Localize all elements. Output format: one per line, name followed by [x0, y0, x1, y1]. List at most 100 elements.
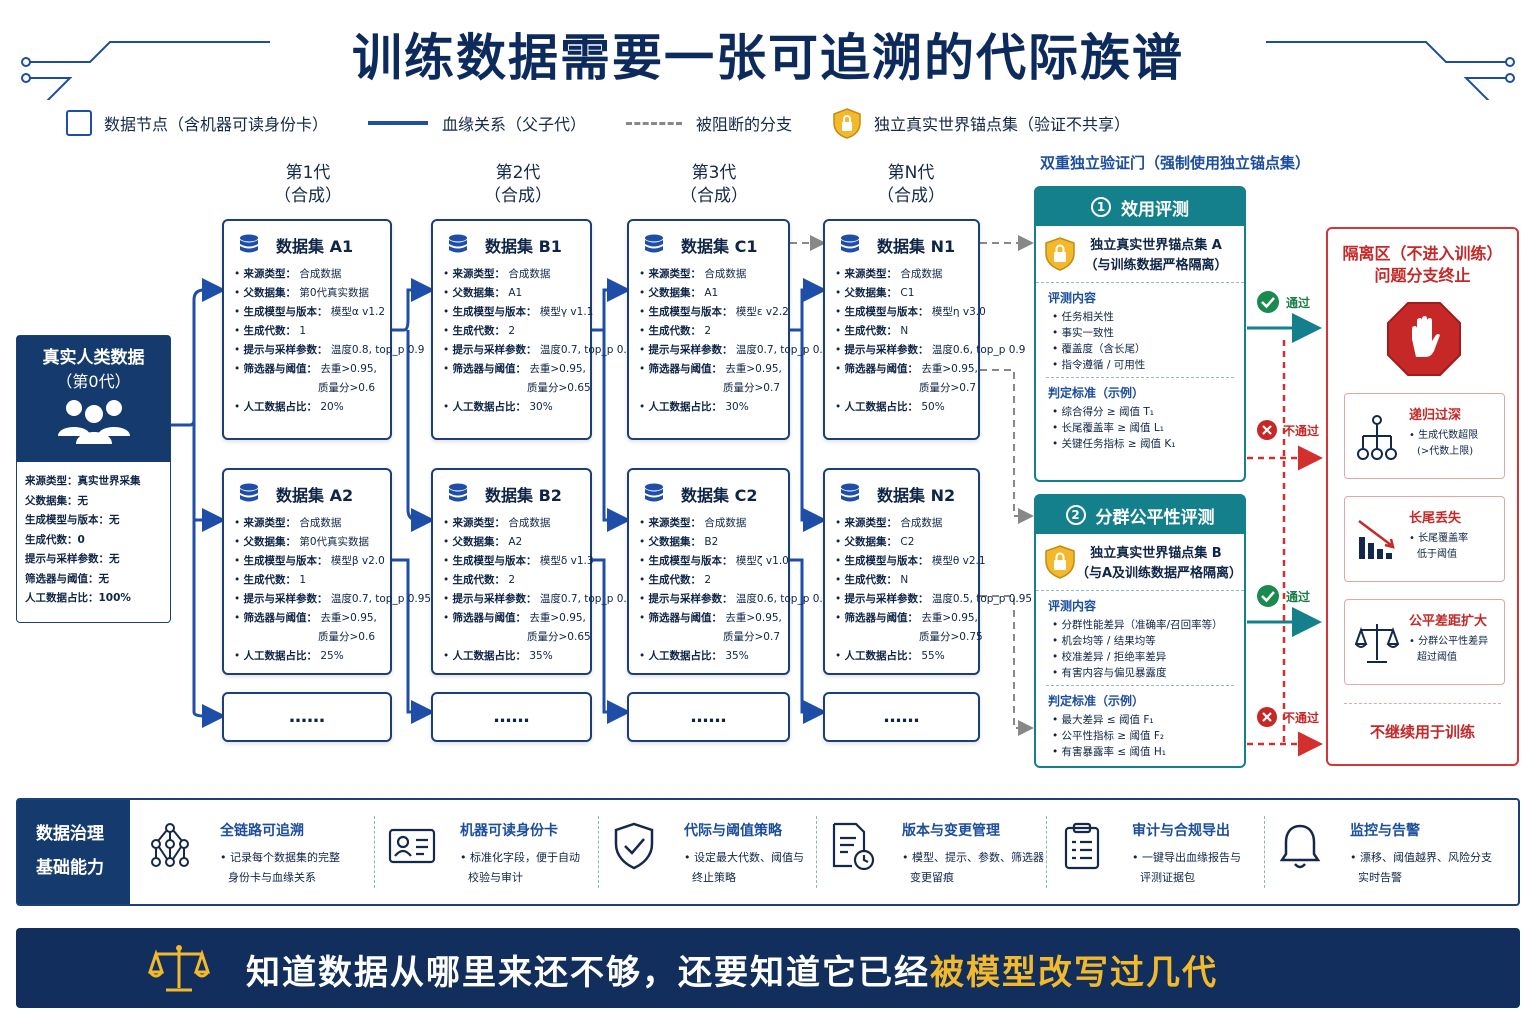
- anchor-name: 独立真实世界锚点集 A: [1090, 238, 1222, 253]
- fail-label: 不通过: [1283, 710, 1320, 725]
- quarantine-item-title: 长尾丢失: [1409, 511, 1462, 526]
- scale-icon: [1355, 624, 1399, 663]
- dataset-field: • 生成代数： N: [835, 325, 909, 337]
- field-label: 父数据集：: [243, 536, 297, 548]
- field-value: 去重>0.95,: [529, 363, 586, 375]
- field-label: 提示与采样参数：: [452, 344, 537, 356]
- field-label: 生成模型与版本：: [844, 555, 929, 567]
- governance-item-title: 监控与告警: [1350, 823, 1420, 839]
- dataset-field: • 人工数据占比： 50%: [835, 401, 945, 413]
- legend-node-swatch: [66, 110, 92, 136]
- field-label: 人工数据占比：: [844, 650, 919, 662]
- dataset-card-header: 数据集 C1: [629, 221, 788, 257]
- governance-item: 代际与阈值策略 • 设定最大代数、阈值与终止策略: [610, 800, 828, 904]
- dataset-card[interactable]: 数据集 C2• 来源类型： 合成数据• 父数据集： B2• 生成模型与版本： 模…: [627, 468, 836, 675]
- eval-item: 事实一致性: [1052, 325, 1244, 341]
- declining-chart-icon: [1358, 520, 1395, 559]
- field-value: 25%: [320, 650, 344, 662]
- dataset-card[interactable]: 数据集 A1• 来源类型： 合成数据• 父数据集： 第0代真实数据• 生成模型与…: [222, 219, 424, 440]
- dataset-field: • 来源类型： 合成数据: [443, 517, 551, 529]
- gate-fairness-header: 2 分群公平性评测: [1036, 496, 1244, 534]
- governance-item: 审计与合规导出 • 一键导出血缘报告与评测证据包: [1058, 800, 1276, 904]
- database-icon: [645, 234, 663, 253]
- governance-item-desc: • 设定最大代数、阈值与终止策略: [684, 848, 804, 888]
- field-value: 30%: [529, 401, 553, 413]
- dataset-field: • 筛选器与阈值： 去重>0.95,质量分>0.7: [639, 609, 788, 647]
- more-datasets-3[interactable]: ……: [627, 692, 790, 742]
- field-value: 35%: [725, 650, 749, 662]
- gen0-card[interactable]: 真实人类数据 （第0代） 来源类型：真实世界采集 父数据集：无 生成模型与版本：…: [16, 335, 171, 623]
- more-datasets-1[interactable]: ……: [222, 692, 392, 742]
- dataset-card-header: 数据集 N1: [825, 221, 978, 257]
- dataset-field: • 提示与采样参数： 温度0.7, top_p 0.9: [443, 344, 634, 356]
- dataset-card-header: 数据集 A2: [224, 470, 390, 506]
- field-label: 生成代数：: [844, 574, 898, 586]
- dataset-field: • 筛选器与阈值： 去重>0.95,质量分>0.7: [835, 360, 978, 398]
- field-value: C2: [900, 536, 915, 548]
- anchor-name: 独立真实世界锚点集 B: [1090, 546, 1222, 561]
- dataset-card[interactable]: 数据集 A2• 来源类型： 合成数据• 父数据集： 第0代真实数据• 生成模型与…: [222, 468, 431, 675]
- field-value: 模型δ v1.3: [539, 555, 594, 567]
- field-label: 父数据集：: [452, 536, 506, 548]
- dataset-field: • 人工数据占比： 35%: [443, 650, 553, 662]
- criteria-section: 判定标准（示例） 综合得分 ≥ 阈值 T₁ 长尾覆盖率 ≥ 阈值 L₁ 关键任务…: [1036, 378, 1244, 452]
- dataset-card[interactable]: 数据集 N2• 来源类型： 合成数据• 父数据集： C2• 生成模型与版本： 模…: [823, 468, 1032, 675]
- quarantine-item-desc: • 长尾覆盖率低于阈值: [1409, 531, 1468, 563]
- id-card-icon: [388, 828, 436, 864]
- field-value: B2: [704, 536, 719, 548]
- dataset-field: • 生成模型与版本： 模型η v3.0: [835, 306, 986, 318]
- more-datasets-n[interactable]: ……: [823, 692, 980, 742]
- gen-header-type: （合成）: [484, 186, 552, 206]
- quarantine-title: 隔离区（不进入训练）问题分支终止: [1328, 229, 1517, 287]
- fail-label: 不通过: [1283, 423, 1320, 438]
- field-label: 人工数据占比：: [243, 650, 318, 662]
- criteria-heading: 判定标准（示例）: [1048, 386, 1145, 400]
- more-datasets-2[interactable]: ……: [431, 692, 592, 742]
- dataset-field: • 筛选器与阈值： 去重>0.95,质量分>0.6: [234, 609, 390, 647]
- dataset-card[interactable]: 数据集 N1• 来源类型： 合成数据• 父数据集： C1• 生成模型与版本： 模…: [823, 219, 1025, 440]
- dataset-field: • 父数据集： B2: [639, 536, 719, 548]
- field-label: 提示与采样参数：: [844, 344, 929, 356]
- governance-item-desc: • 一键导出血缘报告与评测证据包: [1132, 848, 1241, 888]
- legend-node-label: 数据节点（含机器可读身份卡）: [104, 115, 329, 134]
- gen0-field: 提示与采样参数：无: [25, 553, 120, 565]
- field-value: 去重>0.95,: [320, 612, 377, 624]
- gen-header-label: 第2代: [495, 163, 541, 183]
- field-label: 来源类型：: [452, 268, 506, 280]
- field-value: 合成数据: [299, 517, 342, 529]
- dataset-card[interactable]: 数据集 B2• 来源类型： 合成数据• 父数据集： A2• 生成模型与版本： 模…: [431, 468, 633, 675]
- field-value: 质量分>0.6: [318, 631, 375, 643]
- dataset-name: 数据集 N2: [877, 486, 956, 505]
- field-label: 提示与采样参数：: [243, 344, 328, 356]
- quarantine-desc-line: 超过阈值: [1417, 652, 1457, 663]
- quarantine-item-desc: • 分群公平性差异超过阈值: [1409, 634, 1488, 666]
- lineage-connectors: [171, 235, 1323, 757]
- field-label: 人工数据占比：: [452, 650, 527, 662]
- dataset-card-header: 数据集 N2: [825, 470, 978, 506]
- field-value: C1: [900, 287, 915, 299]
- dataset-field: • 生成模型与版本： 模型γ v1.1: [443, 306, 594, 318]
- field-value: 第0代真实数据: [299, 536, 370, 548]
- dataset-card[interactable]: 数据集 B1• 来源类型： 合成数据• 父数据集： A1• 生成模型与版本： 模…: [431, 219, 634, 440]
- pass-label: 通过: [1286, 295, 1311, 310]
- field-value: 2: [704, 574, 712, 586]
- dataset-field: • 生成模型与版本： 模型δ v1.3: [443, 555, 594, 567]
- governance-item: 监控与告警 • 漂移、阈值越界、风险分支实时告警: [1276, 800, 1516, 904]
- field-label: 生成代数：: [243, 574, 297, 586]
- gen0-header: 真实人类数据 （第0代）: [17, 336, 170, 462]
- gate-number: 2: [1065, 505, 1086, 525]
- gen0-field: 来源类型：真实世界采集: [25, 475, 141, 487]
- gate-name: 分群公平性评测: [1095, 507, 1215, 528]
- dataset-name: 数据集 N1: [877, 237, 956, 256]
- eval-heading: 评测内容: [1048, 599, 1097, 613]
- legend-blocked-swatch: [626, 121, 683, 125]
- governance-desc-line: • 模型、提示、参数、筛选器: [902, 851, 1044, 864]
- gen-header-3: 第3代（合成）: [654, 162, 774, 208]
- field-value: 温度0.7, top_p 0.9: [539, 344, 634, 356]
- quarantine-zone[interactable]: 隔离区（不进入训练）问题分支终止 递归过深 • 生成代数超限(>代数上限) 长尾…: [1326, 227, 1519, 766]
- field-label: 父数据集：: [844, 536, 898, 548]
- dataset-card[interactable]: 数据集 C1• 来源类型： 合成数据• 父数据集： A1• 生成模型与版本： 模…: [627, 219, 829, 440]
- governance-item-desc: • 标准化字段，便于自动校验与审计: [460, 848, 580, 888]
